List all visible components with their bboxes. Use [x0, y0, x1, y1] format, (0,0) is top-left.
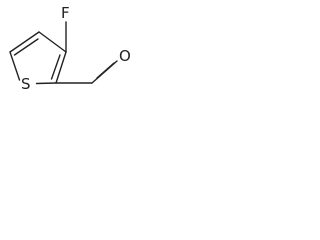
oxygen-atom-label: O [119, 47, 131, 65]
bond-s-c5 [9, 51, 21, 81]
bond-c2-s [35, 82, 57, 85]
bond-c3-c2 [55, 51, 67, 84]
bond-c5-c4-inner [13, 38, 39, 56]
bond-cho-o-inner [96, 62, 115, 79]
bond-c5-c4 [9, 31, 40, 53]
fluorine-atom-label: F [61, 4, 70, 22]
bond-c3-c2-inner [50, 54, 61, 80]
thiophene-carbaldehyde-structure: F S O [9, 4, 131, 93]
bond-c4-c3 [38, 31, 67, 53]
sulfur-atom-label: S [21, 75, 31, 93]
